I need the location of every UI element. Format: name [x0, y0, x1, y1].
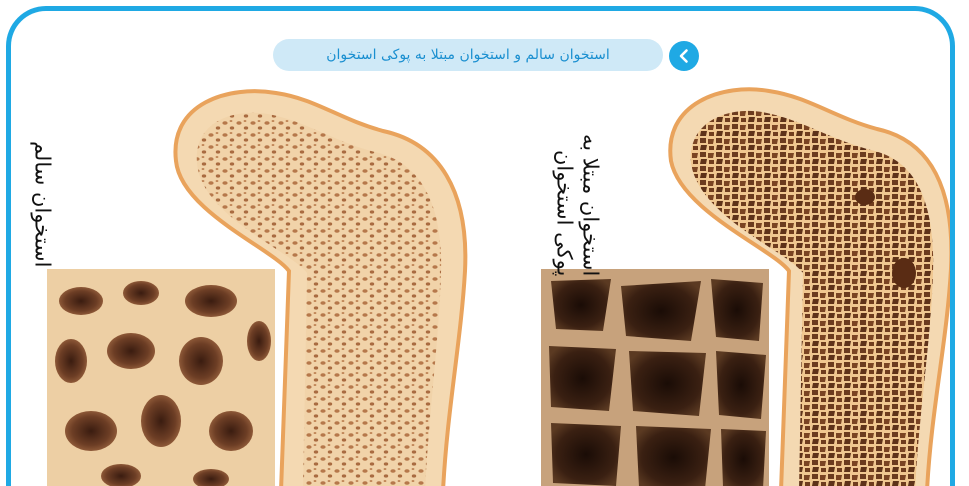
healthy-microstructure	[47, 269, 275, 486]
osteoporotic-label-line1: استخوان مبتلا به	[579, 134, 603, 276]
chevron-left-icon	[676, 48, 692, 64]
page-title: استخوان سالم و استخوان مبتلا به پوکی است…	[273, 39, 663, 71]
healthy-bone-label: استخوان سالم	[29, 97, 55, 267]
osteoporotic-bone-label: استخوان مبتلا به پوکی استخوان	[551, 91, 604, 276]
osteoporotic-label-line2: پوکی استخوان	[552, 150, 576, 276]
bone-illustration	[11, 11, 955, 486]
page-title-text: استخوان سالم و استخوان مبتلا به پوکی است…	[326, 47, 610, 63]
back-button[interactable]	[669, 41, 699, 71]
osteoporotic-microstructure	[541, 269, 769, 486]
content-frame: استخوان سالم استخوان مبتلا به پوکی استخو…	[6, 6, 955, 486]
